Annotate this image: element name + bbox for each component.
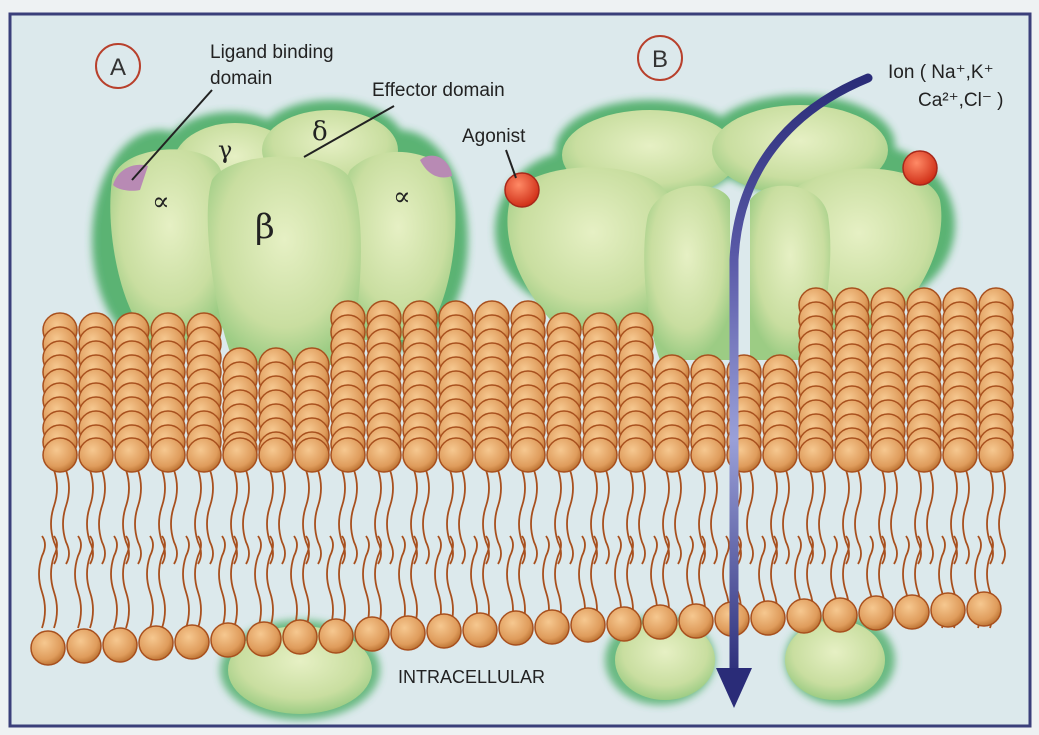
- lipid-head: [103, 628, 137, 662]
- lipid-head: [463, 613, 497, 647]
- subunit-gamma: γ: [218, 136, 232, 164]
- lipid-head: [547, 438, 581, 472]
- lipid-head: [331, 438, 365, 472]
- lipid-head: [355, 617, 389, 651]
- lipid-head: [859, 596, 893, 630]
- lipid-head: [79, 438, 113, 472]
- lipid-head: [835, 438, 869, 472]
- lipid-head: [511, 438, 545, 472]
- lipid-head: [679, 604, 713, 638]
- lipid-head: [931, 593, 965, 627]
- lipid-head: [247, 622, 281, 656]
- lipid-head: [691, 438, 725, 472]
- subunit-alpha-right: ∝: [393, 182, 411, 212]
- lipid-head: [187, 438, 221, 472]
- lipid-head: [619, 438, 653, 472]
- ion-label-line2: Ca²⁺,Cl⁻ ): [918, 90, 1004, 111]
- lipid-head: [895, 595, 929, 629]
- lipid-head: [643, 605, 677, 639]
- lipid-head: [151, 438, 185, 472]
- lipid-head: [943, 438, 977, 472]
- lipid-head: [211, 623, 245, 657]
- lipid-head: [427, 614, 461, 648]
- panel-a-letter: A: [110, 54, 126, 81]
- lipid-head: [967, 592, 1001, 626]
- lipid-head: [607, 607, 641, 641]
- ion-label-line1: Ion ( Na⁺,K⁺: [888, 62, 994, 83]
- lipid-head: [979, 438, 1013, 472]
- lipid-head: [175, 625, 209, 659]
- lipid-head: [871, 438, 905, 472]
- ligand-label-line2: domain: [210, 68, 272, 89]
- lipid-head: [499, 611, 533, 645]
- lipid-head: [583, 438, 617, 472]
- effector-label: Effector domain: [372, 80, 505, 101]
- lipid-head: [43, 438, 77, 472]
- lipid-head: [319, 619, 353, 653]
- lipid-head: [115, 438, 149, 472]
- lipid-head: [403, 438, 437, 472]
- lipid-head: [31, 631, 65, 665]
- lipid-head: [391, 616, 425, 650]
- lipid-head: [823, 598, 857, 632]
- lipid-head: [139, 626, 173, 660]
- lipid-head: [475, 438, 509, 472]
- panel-b-letter: B: [652, 46, 668, 73]
- lipid-head: [799, 438, 833, 472]
- agonist-label: Agonist: [462, 126, 526, 147]
- lipid-head: [571, 608, 605, 642]
- lipid-head: [751, 601, 785, 635]
- lipid-head: [655, 438, 689, 472]
- subunit-alpha-left: ∝: [152, 187, 170, 217]
- lipid-head: [259, 438, 293, 472]
- lipid-head: [367, 438, 401, 472]
- intracellular-label: INTRACELLULAR: [398, 667, 545, 687]
- agonist-left: [505, 173, 539, 207]
- lipid-head: [763, 438, 797, 472]
- subunit-beta: β: [255, 207, 275, 247]
- lipid-head: [283, 620, 317, 654]
- lipid-head: [223, 438, 257, 472]
- receptor-b-front-left: [644, 186, 730, 360]
- lipid-head: [907, 438, 941, 472]
- lipid-head: [787, 599, 821, 633]
- subunit-delta: δ: [312, 117, 328, 147]
- lipid-head: [67, 629, 101, 663]
- lipid-head: [439, 438, 473, 472]
- lipid-head: [535, 610, 569, 644]
- agonist-right: [903, 151, 937, 185]
- ligand-label-line1: Ligand binding: [210, 42, 334, 63]
- lipid-head: [295, 438, 329, 472]
